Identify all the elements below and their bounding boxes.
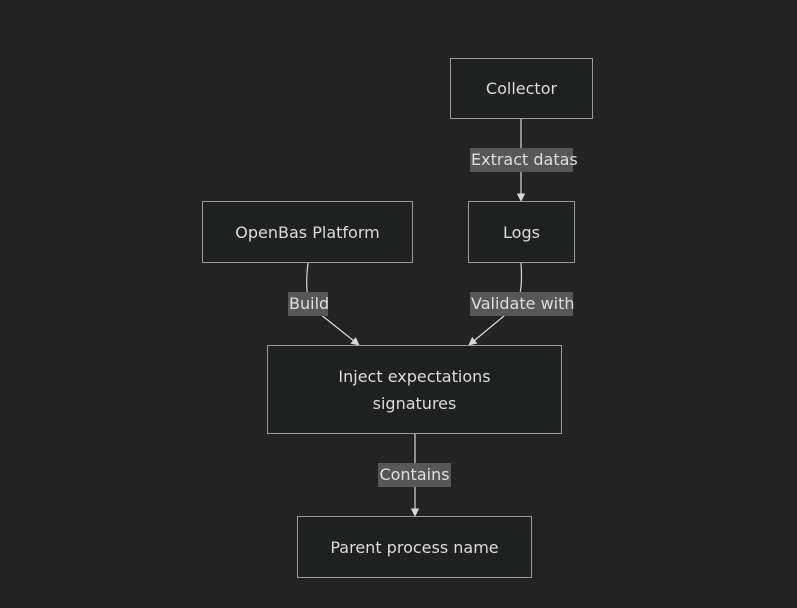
node-openbas-platform: OpenBas Platform — [202, 201, 413, 263]
node-parent-process-label: Parent process name — [330, 537, 499, 557]
node-logs: Logs — [468, 201, 575, 263]
edge-label-contains: Contains — [378, 463, 451, 487]
node-inject-expectations: Inject expectations signatures — [267, 345, 562, 434]
edge-label-validate-with: Validate with — [470, 292, 575, 316]
node-logs-label: Logs — [503, 222, 540, 242]
node-collector-label: Collector — [485, 79, 558, 98]
edge-label-extract-datas: Extract datas — [470, 148, 578, 172]
node-parent-process: Parent process name — [297, 516, 532, 578]
node-inject-expectations-label: Inject expectations signatures — [338, 366, 491, 413]
node-collector: Collector — [450, 58, 593, 119]
node-openbas-platform-label: OpenBas Platform — [235, 222, 380, 242]
edge-label-build: Build — [288, 292, 329, 316]
